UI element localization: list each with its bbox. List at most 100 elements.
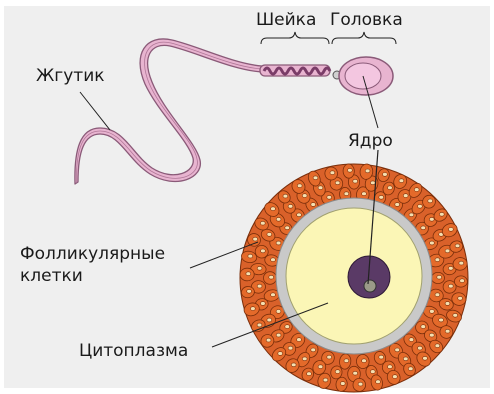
follicle-cell-nucleus [307,372,312,376]
label-head: Головка [330,10,403,30]
follicle-cell-nucleus [257,323,262,327]
follicle-cell-nucleus [453,313,458,317]
follicle-cell-nucleus [257,284,262,288]
follicle-cell-nucleus [330,171,335,175]
follicle-cell-nucleus [379,355,384,359]
follicle-cell-nucleus [283,194,288,198]
follicle-cell-nucleus [288,346,293,350]
follicle-cell-nucleus [267,318,272,322]
follicle-cell-nucleus [353,371,358,375]
follicle-cell-nucleus [311,203,316,207]
follicle-cell-nucleus [323,378,328,382]
follicle-cell-nucleus [418,346,423,350]
follicle-cell-nucleus [395,348,400,352]
follicle-cell-nucleus [423,356,428,360]
follicle-cell-nucleus [388,365,393,369]
follicle-cell-nucleus [271,207,276,211]
follicle-cell-nucleus [408,367,413,371]
follicle-cell-nucleus [445,329,450,333]
follicle-cell-nucleus [348,168,353,172]
follicle-cell-nucleus [445,249,450,253]
follicle-cell-nucleus [439,318,444,322]
follicle-cell-nucleus [379,195,384,199]
follicle-cell-nucleus [276,217,281,221]
label-neck: Шейка [256,10,316,30]
follicle-cell-nucleus [266,338,271,342]
follicle-cell-nucleus [313,176,318,180]
follicle-cell-nucleus [344,192,349,196]
follicle-cell-nucleus [261,249,266,253]
follicle-cell-nucleus [297,184,302,188]
follicle-cell-nucleus [261,302,266,306]
follicle-cell-nucleus [344,359,349,363]
follicle-cell-nucleus [318,365,323,369]
follicle-cell-nucleus [458,296,463,300]
follicle-cell-nucleus [276,333,281,337]
follicle-cell-nucleus [327,355,332,359]
follicle-cell-nucleus [449,228,454,232]
follicle-cell-nucleus [421,226,426,230]
follicle-cell-nucleus [445,302,450,306]
follicle-cell-nucleus [269,275,274,279]
follicle-cell-nucleus [460,279,465,283]
follicle-cell-nucleus [276,241,281,245]
follicle-cell-nucleus [297,338,302,342]
follicle-cell-nucleus [430,310,435,314]
follicle-cell-nucleus [421,325,426,329]
follicle-cell-nucleus [285,325,290,329]
follicle-cell-nucleus [403,357,408,361]
follicle-cell-nucleus [353,179,358,183]
follicle-cell-nucleus [448,266,453,270]
follicle-cell-nucleus [403,194,408,198]
label-follicular-cells-line1: Фолликулярные [20,244,165,264]
follicle-cell-nucleus [393,375,398,379]
follicle-cell-nucleus [302,194,307,198]
follicle-cell-nucleus [248,254,253,258]
label-flagellum: Жгутик [36,66,105,86]
follicle-cell-nucleus [376,380,381,384]
follicle-cell-nucleus [362,192,367,196]
follicle-cell-nucleus [257,266,262,270]
follicle-cell-nucleus [285,226,290,230]
follicle-cell-nucleus [435,293,440,297]
follicle-cell-nucleus [414,188,419,192]
follicle-cell-nucleus [271,293,276,297]
follicle-cell-nucleus [430,241,435,245]
neck-bracket [261,32,329,44]
egg-nucleolus [364,280,376,292]
follicle-cell-nucleus [409,213,414,217]
flagellum-leader [80,92,110,130]
follicle-cell-nucleus [383,173,388,177]
follicle-cell-nucleus [455,244,460,248]
label-follicular-cells-line2: клетки [20,266,83,286]
follicle-cell-nucleus [395,203,400,207]
follicle-cell-nucleus [297,213,302,217]
follicle-cell-nucleus [302,357,307,361]
follicle-cell-nucleus [311,348,316,352]
follicle-cell-nucleus [246,272,251,276]
follicle-cell-nucleus [335,370,340,374]
sperm [75,39,393,184]
follicle-cell-nucleus [370,181,375,185]
follicle-cell-nucleus [439,212,444,216]
follicle-cell-nucleus [267,233,272,237]
follicle-cell-nucleus [399,179,404,183]
follicle-cell-nucleus [327,195,332,199]
label-nucleus: Ядро [348,131,393,151]
follicle-cell-nucleus [370,370,375,374]
follicle-cell-nucleus [276,310,281,314]
follicle-cell-nucleus [362,359,367,363]
follicle-cell-nucleus [253,237,258,241]
follicle-cell-nucleus [318,186,323,190]
follicle-cell-nucleus [247,289,252,293]
egg-cell [240,163,468,392]
follicle-cell-nucleus [448,284,453,288]
follicle-cell-nucleus [409,338,414,342]
follicle-cell-nucleus [418,204,423,208]
follicle-cell-nucleus [435,258,440,262]
follicle-cell-nucleus [358,382,363,386]
follicle-cell-nucleus [429,217,434,221]
sperm-flagellum [75,39,262,184]
